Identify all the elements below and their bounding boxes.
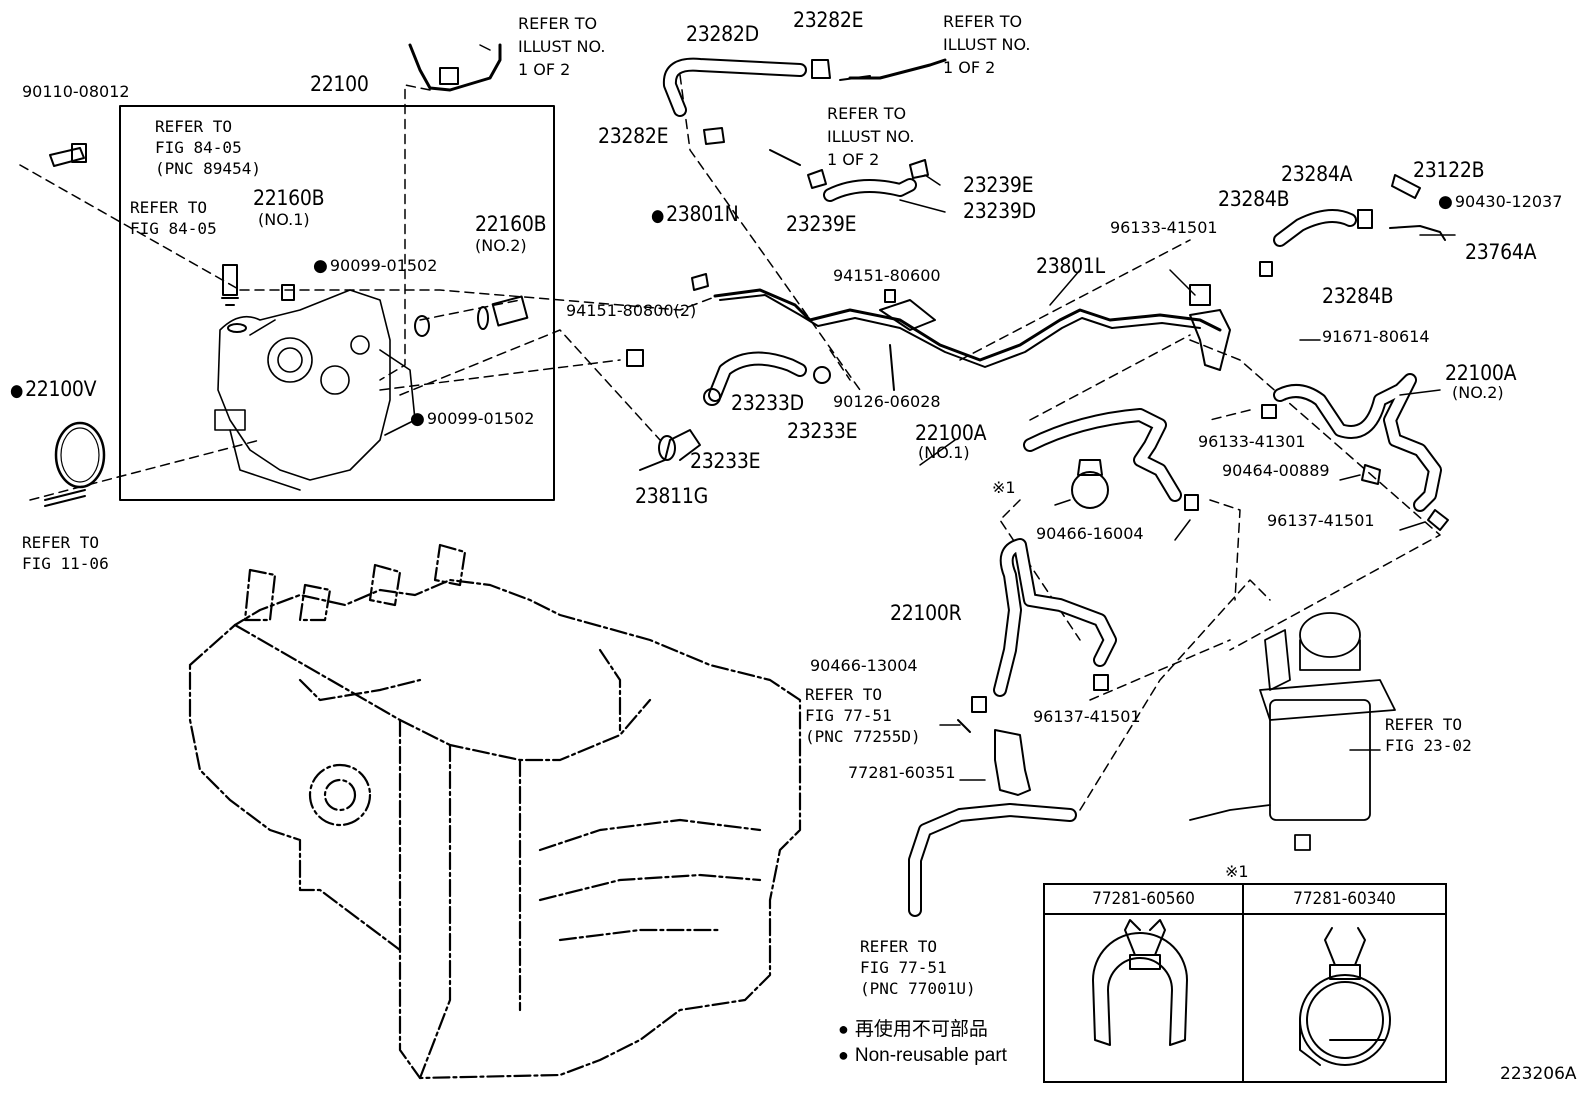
label-96133-41501[interactable]: 96133-41501 [1110,218,1218,237]
inset-clip-right [1299,927,1391,1066]
refer-illust-1[interactable]: REFER TO ILLUST NO. 1 OF 2 [518,14,606,79]
label-23284b-lower[interactable]: 23284B [1322,284,1394,308]
label-96133-41301[interactable]: 96133-41301 [1198,432,1306,451]
label-90126-06028[interactable]: 90126-06028 [833,392,941,411]
label-90430-12037[interactable]: 90430-12037 [1438,194,1563,211]
label-23801n[interactable]: 23801N [651,204,739,225]
label-77281-60351[interactable]: 77281-60351 [848,763,956,782]
label-23801l[interactable]: 23801L [1036,254,1105,278]
label-90099-01502-a[interactable]: 90099-01502 [313,258,438,275]
label-90466-13004[interactable]: 90466-13004 [810,656,918,675]
label-22160b-no1-sub: (NO.1) [258,210,310,229]
label-23284a[interactable]: 23284A [1281,162,1353,186]
label-90110-08012[interactable]: 90110-08012 [22,82,130,101]
label-22160b-no2-sub: (NO.2) [475,236,527,255]
refer-fig-84-05-pnc[interactable]: REFER TO FIG 84-05 (PNC 89454) [155,117,261,178]
refer-fig-77-51-pnc-77255d[interactable]: REFER TO FIG 77-51 (PNC 77255D) [805,685,921,746]
label-22100a-no2[interactable]: 22100A [1445,361,1517,385]
label-23284b-upper[interactable]: 23284B [1218,187,1290,211]
label-90464-00889[interactable]: 90464-00889 [1222,461,1330,480]
label-23282e-left[interactable]: 23282E [598,124,669,148]
label-23282e-top[interactable]: 23282E [793,8,864,32]
label-23239d[interactable]: 23239D [963,199,1036,223]
refer-fig-23-02[interactable]: REFER TO FIG 23-02 [1385,715,1472,755]
label-22160b-no1[interactable]: 22160B [253,186,325,210]
refer-illust-2[interactable]: REFER TO ILLUST NO. 1 OF 2 [943,12,1031,77]
label-22100a-no1[interactable]: 22100A [915,421,987,445]
label-22100a-no1-sub: (NO.1) [918,443,970,462]
label-22100v[interactable]: 22100V [10,379,97,400]
refer-fig-84-05[interactable]: REFER TO FIG 84-05 [130,198,217,238]
label-90466-16004[interactable]: 90466-16004 [1036,524,1144,543]
label-91671-80614[interactable]: 91671-80614 [1322,327,1430,346]
label-22100a-no2-sub: (NO.2) [1452,383,1504,402]
label-22100r[interactable]: 22100R [890,601,962,625]
o-ring-drawing [54,421,106,489]
refer-fig-11-06[interactable]: REFER TO FIG 11-06 [22,533,109,573]
label-94151-80600[interactable]: 94151-80600 [833,266,941,285]
label-22100[interactable]: 22100 [310,72,369,96]
label-96137-41501-a[interactable]: 96137-41501 [1267,511,1375,530]
label-96137-41501-b[interactable]: 96137-41501 [1033,707,1141,726]
label-23122b[interactable]: 23122B [1413,158,1485,182]
label-23811g[interactable]: 23811G [635,484,708,508]
clip-inset-table: 77281-60560 77281-60340 [1043,883,1447,1083]
label-x1-mark: ※1 [992,478,1016,497]
legend-jp: 再使用不可部品 [838,1020,988,1039]
label-23233e-right[interactable]: 23233E [787,419,858,443]
inset-divider [1242,885,1244,1081]
label-23239e-right[interactable]: 23239E [963,173,1034,197]
label-90099-01502-b[interactable]: 90099-01502 [410,411,535,428]
fuel-pump-drawing [214,289,416,491]
label-23233e-left[interactable]: 23233E [690,449,761,473]
label-94151-80800[interactable]: 94151-80800(2) [566,301,697,320]
label-23764a[interactable]: 23764A [1465,240,1537,264]
inset-header-right[interactable]: 77281-60340 [1244,885,1445,915]
label-23282d[interactable]: 23282D [686,22,759,46]
inset-header-left[interactable]: 77281-60560 [1045,885,1242,915]
engine-block-drawing [188,543,802,1080]
label-23239e-left[interactable]: 23239E [786,212,857,236]
refer-fig-77-51-pnc-77001u[interactable]: REFER TO FIG 77-51 (PNC 77001U) [860,937,976,998]
refer-illust-3[interactable]: REFER TO ILLUST NO. 1 OF 2 [827,104,915,169]
legend-en: Non-reusable part [838,1046,1007,1065]
diagram-code: 223206A [1500,1064,1577,1084]
inset-clip-left [1092,919,1188,1046]
inset-mark: ※1 [1225,862,1249,881]
label-23233d[interactable]: 23233D [731,391,804,415]
pump-assembly-box [119,105,555,501]
fuel-filter-drawing [1189,612,1396,851]
label-22160b-no2[interactable]: 22160B [475,212,547,236]
